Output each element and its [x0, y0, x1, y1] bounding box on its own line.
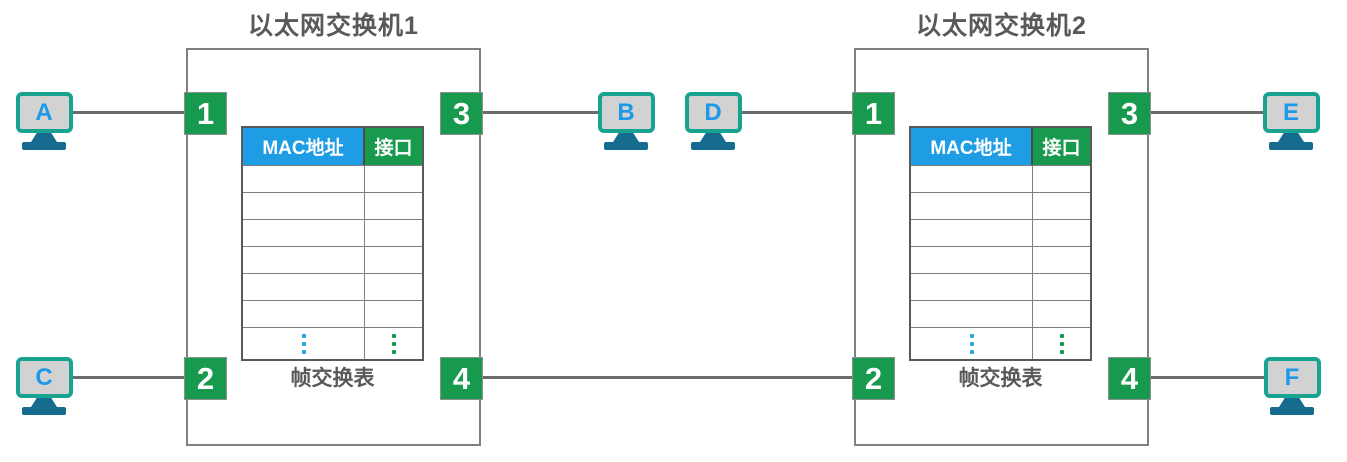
- table-row: [243, 273, 422, 300]
- link-switch2-port4-hostF: [1147, 376, 1264, 379]
- monitor-stand-icon: [613, 133, 639, 142]
- ellipsis-dots-blue: [301, 333, 306, 354]
- table-row: [243, 300, 422, 327]
- table-ellipsis-row: [911, 327, 1090, 359]
- switch2-mac-table: MAC地址 接口: [909, 126, 1092, 361]
- table-row: [243, 192, 422, 219]
- host-label: B: [617, 98, 635, 126]
- mac-address-header: MAC地址: [243, 128, 365, 165]
- ellipsis-dots-blue: [969, 333, 974, 354]
- host-e: E: [1261, 92, 1321, 150]
- host-label: C: [35, 363, 53, 391]
- host-f: F: [1262, 357, 1322, 415]
- monitor-stand-icon: [1278, 133, 1304, 142]
- host-label: A: [35, 98, 53, 126]
- switch1-port-2: 2: [184, 357, 227, 400]
- host-c: C: [14, 357, 74, 415]
- mac-address-header: MAC地址: [911, 128, 1033, 165]
- switch2-port-4: 4: [1108, 357, 1151, 400]
- link-switch2-port3-hostE: [1147, 111, 1263, 114]
- link-switch1-port3-hostB: [479, 111, 598, 114]
- host-b: B: [596, 92, 656, 150]
- computer-monitor-icon: C: [15, 357, 73, 398]
- table-row: [911, 246, 1090, 273]
- switch2-frame-table-caption: 帧交换表: [958, 367, 1043, 390]
- host-d: D: [683, 92, 743, 150]
- table-ellipsis-row: [243, 327, 422, 359]
- computer-monitor-icon: F: [1263, 357, 1321, 398]
- switch2-port-3: 3: [1108, 92, 1151, 135]
- host-label: D: [704, 98, 722, 126]
- table-row: [911, 273, 1090, 300]
- ellipsis-dots-green: [1059, 333, 1064, 354]
- switch1-port-4: 4: [440, 357, 483, 400]
- computer-monitor-icon: D: [684, 92, 742, 133]
- link-switch1-port4-switch2-port2: [479, 376, 856, 379]
- switch1-title: 以太网交换机1: [248, 12, 419, 40]
- monitor-stand-icon: [31, 133, 57, 142]
- switch1-port-1: 1: [184, 92, 227, 135]
- computer-monitor-icon: E: [1262, 92, 1320, 133]
- switch1-mac-table: MAC地址 接口: [241, 126, 424, 361]
- link-hostA-switch1-port1: [71, 111, 187, 114]
- interface-header: 接口: [1033, 128, 1090, 165]
- monitor-stand-icon: [700, 133, 726, 142]
- interface-header: 接口: [365, 128, 422, 165]
- host-label: E: [1282, 98, 1299, 126]
- host-a: A: [14, 92, 74, 150]
- table-row: [243, 219, 422, 246]
- computer-monitor-icon: A: [15, 92, 73, 133]
- computer-monitor-icon: B: [597, 92, 655, 133]
- table-row: [911, 219, 1090, 246]
- switch1-port-3: 3: [440, 92, 483, 135]
- switch1-frame-table-caption: 帧交换表: [290, 367, 375, 390]
- mac-table-header-row: MAC地址 接口: [243, 128, 422, 165]
- host-label: F: [1284, 363, 1300, 391]
- switch2-port-1: 1: [852, 92, 895, 135]
- monitor-stand-icon: [1279, 398, 1305, 407]
- table-row: [911, 165, 1090, 192]
- monitor-stand-icon: [31, 398, 57, 407]
- switch1-box: 1 2 3 4 MAC地址 接口 帧交换表: [184, 48, 483, 446]
- link-hostC-switch1-port2: [71, 376, 187, 379]
- table-row: [243, 246, 422, 273]
- switch2-box: 1 2 3 4 MAC地址 接口 帧交换表: [852, 48, 1151, 446]
- table-row: [911, 300, 1090, 327]
- switch2-port-2: 2: [852, 357, 895, 400]
- ellipsis-dots-green: [391, 333, 396, 354]
- mac-table-header-row: MAC地址 接口: [911, 128, 1090, 165]
- switch2-title: 以太网交换机2: [916, 12, 1087, 40]
- table-row: [911, 192, 1090, 219]
- table-row: [243, 165, 422, 192]
- link-hostD-switch2-port1: [741, 111, 856, 114]
